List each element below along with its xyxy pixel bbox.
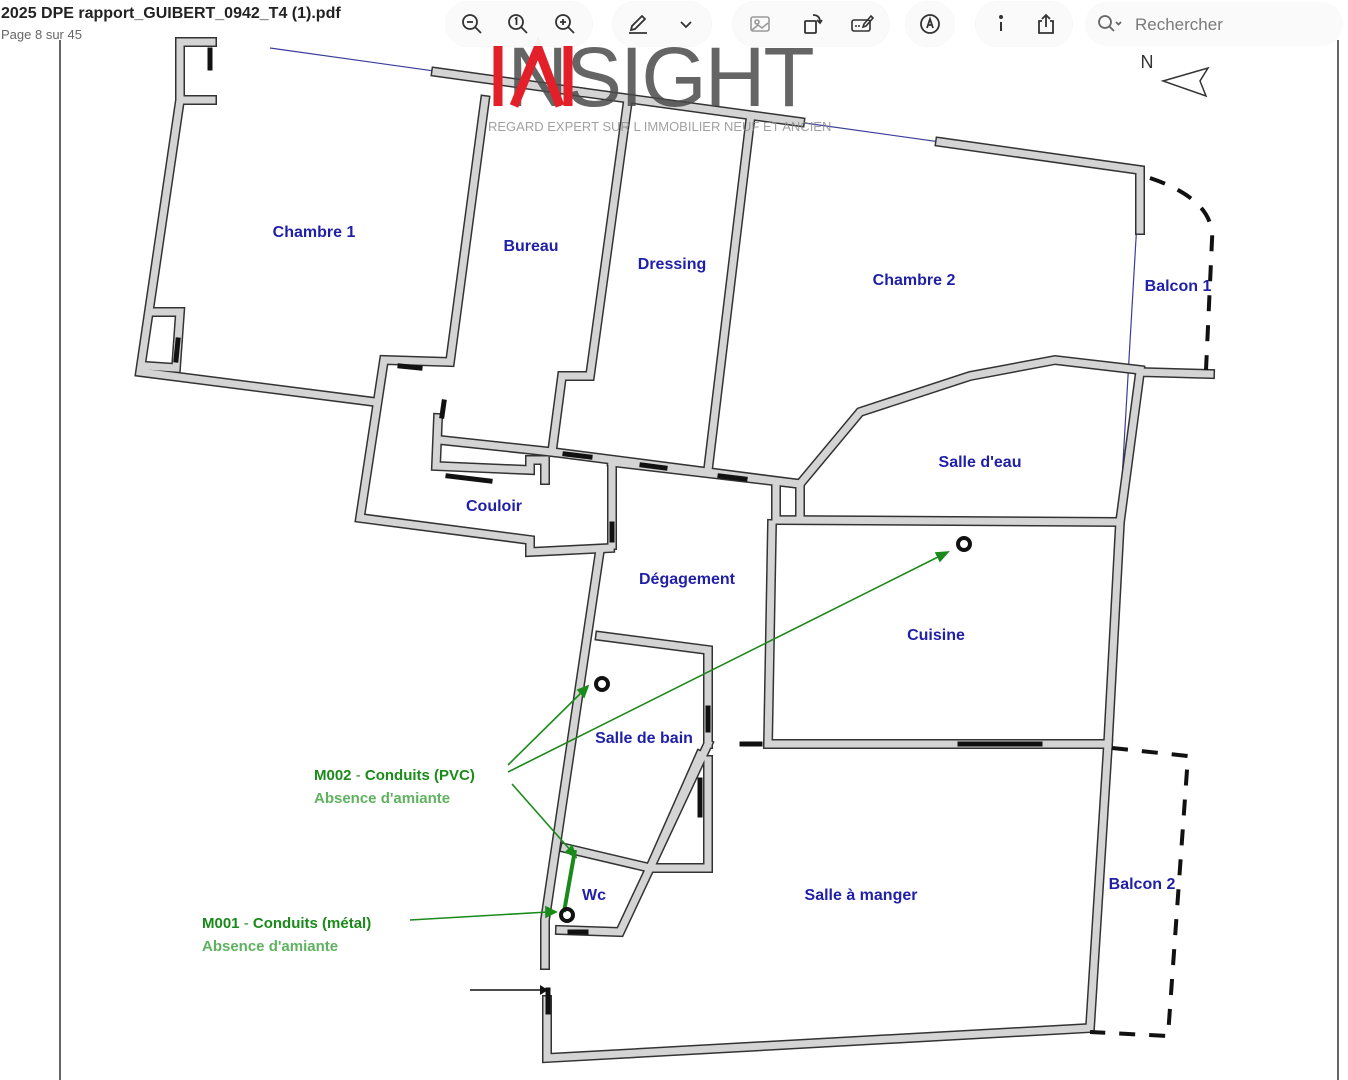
- balcony-1-outline: [1149, 176, 1215, 371]
- logo-accent-mark: [493, 35, 573, 108]
- markup-controls-group: [613, 2, 711, 46]
- zoom-in-button[interactable]: [545, 2, 585, 46]
- room-label-salle-de-bain: Salle de bain: [595, 730, 693, 747]
- markup-icon: [851, 14, 874, 32]
- image-button[interactable]: [740, 2, 780, 46]
- highlight-button[interactable]: [618, 2, 658, 46]
- room-label-chambre-1: Chambre 1: [273, 224, 356, 241]
- zoom-out-icon: [462, 14, 482, 34]
- info-button[interactable]: [981, 2, 1021, 46]
- chevron-down-icon: [680, 21, 692, 29]
- walls: [134, 37, 1216, 1064]
- room-label-balcon-1: Balcon 1: [1145, 278, 1212, 295]
- room-label-cuisine: Cuisine: [907, 627, 965, 644]
- document-title: 2025 DPE rapport_GUIBERT_0942_T4 (1).pdf: [1, 5, 341, 22]
- annotation-m001-code: M001: [202, 915, 240, 932]
- room-label-wc: Wc: [582, 887, 606, 904]
- search-box[interactable]: [1085, 2, 1343, 46]
- search-icon: [1098, 15, 1122, 32]
- page-indicator: Page 8 sur 45: [1, 27, 82, 42]
- conduit-m001-segment: [562, 849, 577, 913]
- annotation-m002-code: M002: [314, 767, 352, 784]
- annotation-arrows: [409, 551, 950, 921]
- rotate-icon: [804, 14, 823, 34]
- room-label-degagement: Dégagement: [639, 571, 736, 588]
- logo-tagline: REGARD EXPERT SUR L IMMOBILIER NEUF ET A…: [488, 119, 831, 134]
- room-label-salle-a-manger: Salle à manger: [805, 887, 918, 904]
- zoom-out-button[interactable]: [452, 2, 492, 46]
- actual-size-button[interactable]: [498, 2, 538, 46]
- compass-label: N: [1141, 52, 1154, 72]
- search-input[interactable]: [1133, 13, 1337, 37]
- info-share-group: [976, 2, 1072, 46]
- share-button[interactable]: [1026, 2, 1066, 46]
- annotation-m001-status: Absence d'amiante: [202, 938, 338, 955]
- entrance-arrowhead: [540, 985, 548, 995]
- room-label-balcon-2: Balcon 2: [1109, 876, 1176, 893]
- edit-controls-group: [733, 2, 889, 46]
- annotate-icon: [920, 14, 940, 34]
- room-label-salle-deau: Salle d'eau: [939, 454, 1022, 471]
- zoom-in-icon: [555, 14, 575, 34]
- zoom-controls-group: [446, 2, 592, 46]
- annotation-m001-separator: -: [240, 915, 253, 932]
- room-label-chambre-2: Chambre 2: [873, 272, 956, 289]
- room-label-bureau: Bureau: [503, 238, 558, 255]
- highlight-options-button[interactable]: [666, 2, 706, 46]
- annotation-m002: M002 - Conduits (PVC): [314, 767, 475, 784]
- annotation-m002-separator: -: [352, 767, 365, 784]
- room-label-couloir: Couloir: [466, 498, 522, 515]
- title-bar: 2025 DPE rapport_GUIBERT_0942_T4 (1).pdf…: [0, 0, 1348, 50]
- highlight-pen-icon: [629, 14, 647, 34]
- sample-marker-bain[interactable]: [594, 676, 610, 692]
- sample-marker-wc[interactable]: [559, 907, 575, 923]
- annotate-controls-group: [906, 2, 954, 46]
- share-icon: [1038, 13, 1054, 34]
- markup-button[interactable]: [842, 2, 882, 46]
- rotate-button[interactable]: [792, 2, 832, 46]
- sample-marker-cuisine[interactable]: [956, 536, 972, 552]
- image-icon: [750, 16, 770, 32]
- annotation-m002-status: Absence d'amiante: [314, 790, 450, 807]
- actual-size-icon: [508, 14, 528, 34]
- balcony-2-outline: [1089, 746, 1191, 1039]
- info-icon: [999, 15, 1003, 31]
- annotation-m002-desc: Conduits (PVC): [365, 767, 475, 784]
- annotate-button[interactable]: [910, 2, 950, 46]
- annotation-m001-desc: Conduits (métal): [253, 915, 371, 932]
- north-arrow-icon: [1160, 66, 1210, 98]
- annotation-m001: M001 - Conduits (métal): [202, 915, 371, 932]
- room-label-dressing: Dressing: [638, 256, 706, 273]
